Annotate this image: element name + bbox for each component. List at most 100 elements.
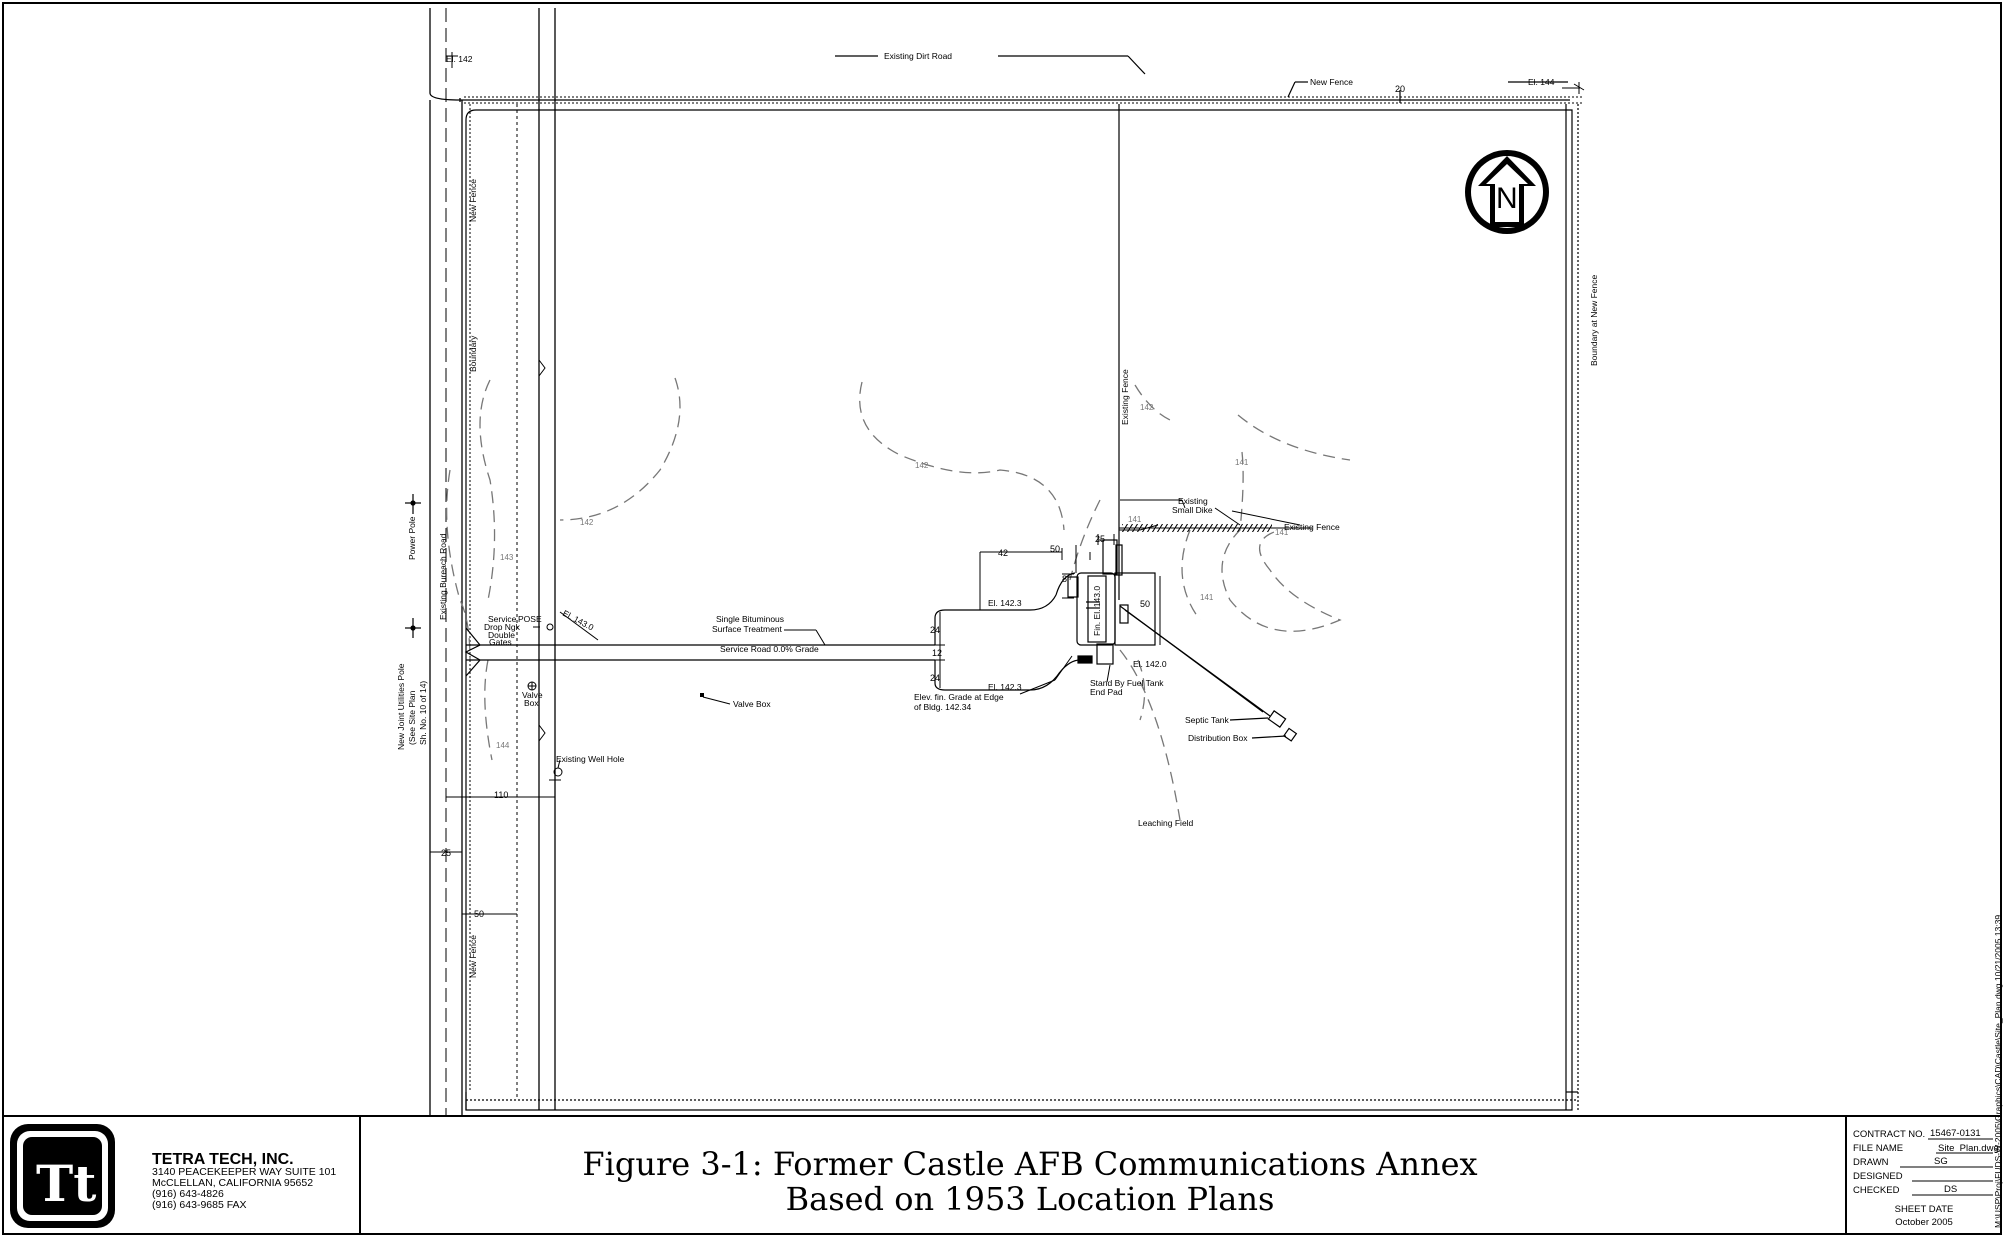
label-joint-pole-1: New Joint Utilities Pole xyxy=(396,663,406,750)
contour-label-141-c: 141 xyxy=(1128,515,1142,524)
label-existing-small-dike-1: Existing xyxy=(1178,496,1208,506)
dirt-road-leader xyxy=(835,55,1568,103)
valve-box-small xyxy=(527,681,537,691)
label-dim-8: 8 xyxy=(1062,574,1067,584)
label-dim-50: 50 xyxy=(474,909,484,919)
power-line xyxy=(538,8,556,1110)
valve-box-marker xyxy=(700,693,704,697)
contour-label-143: 143 xyxy=(500,553,514,562)
company-name: TETRA TECH, INC. xyxy=(152,1151,294,1168)
checked-label: CHECKED xyxy=(1853,1185,1900,1196)
leader-lines xyxy=(533,499,1301,705)
figure-title-line-2: Based on 1953 Location Plans xyxy=(786,1180,1275,1218)
contour-label-141-b: 141 xyxy=(1200,593,1214,602)
label-double-gates-2: Gates xyxy=(489,637,512,647)
sheet-date-value: October 2005 xyxy=(1895,1217,1953,1228)
el-142-marker xyxy=(446,52,458,68)
contour-label-142-a: 142 xyxy=(580,518,594,527)
property-boundary xyxy=(465,104,1579,1111)
label-valve-small-2: Box xyxy=(524,698,539,708)
company-phone: (916) 643-4826 xyxy=(152,1188,224,1200)
el-144-marker xyxy=(1573,82,1585,94)
label-double-gates-1: Double xyxy=(488,630,515,640)
label-el-142-3-top: El. 142.3 xyxy=(988,598,1022,608)
drawn-value: SG xyxy=(1934,1156,1948,1167)
label-dim-50-right: 50 xyxy=(1140,599,1150,609)
north-arrow xyxy=(1465,150,1549,234)
sheet-date-label: SHEET DATE xyxy=(1895,1204,1954,1215)
label-el-142: El. 142 xyxy=(446,54,473,64)
label-existing-fence-vert: Existing Fence xyxy=(1120,369,1130,425)
label-boundary-left: Boundary xyxy=(468,335,478,372)
company-fax: (916) 643-9685 FAX xyxy=(152,1199,247,1211)
info-block xyxy=(1900,1138,1993,1196)
label-existing-small-dike-2: Small Dike xyxy=(1172,505,1213,515)
label-new-fence-left-bottom: New Fence xyxy=(468,935,478,978)
label-valve-box: Valve Box xyxy=(733,699,771,709)
label-stand-by-2: End Pad xyxy=(1090,687,1123,697)
figure-title-line-1: Figure 3-1: Former Castle AFB Communicat… xyxy=(582,1145,1477,1183)
title-block xyxy=(3,1115,2001,1234)
label-service-drop-2: Drop Ngk xyxy=(484,622,521,632)
drawn-label: DRAWN xyxy=(1853,1157,1889,1168)
company-address-2: McCLELLAN, CALIFORNIA 95652 xyxy=(152,1177,313,1189)
label-existing-dirt-road: Existing Dirt Road xyxy=(884,51,952,61)
label-el-142-3-bot: El. 142.3 xyxy=(988,682,1022,692)
label-elev-fin-2: of Bldg. 142.34 xyxy=(914,702,971,712)
checked-value: DS xyxy=(1944,1184,1957,1195)
label-service-drop: Service xyxy=(488,614,517,624)
label-dim-24-bot: 24 xyxy=(930,673,940,683)
septic-system xyxy=(1119,605,1298,742)
label-joint-pole-3: Sh. No. 10 of 14) xyxy=(418,681,428,745)
label-dim-20: 20 xyxy=(1395,84,1405,94)
label-side-path: M:\USP\Proj\FUDS-W-2005\Graphics\CAD\Cas… xyxy=(1993,915,2003,1228)
label-dim-110: 110 xyxy=(494,790,508,800)
building xyxy=(1067,539,1156,665)
label-septic-tank: Septic Tank xyxy=(1185,715,1230,725)
logo-text: Tt xyxy=(36,1154,96,1213)
label-elev-fin-1: Elev. fin. Grade at Edge xyxy=(914,692,1004,702)
pose-marker xyxy=(546,623,554,631)
contour-label-144: 144 xyxy=(496,741,510,750)
label-pose: POSE xyxy=(518,614,542,624)
label-dim-42: 42 xyxy=(998,548,1008,558)
label-fin-el: Fin. El. 143.0 xyxy=(1092,586,1102,636)
label-power-pole: Power Pole xyxy=(407,516,417,560)
designed-label: DESIGNED xyxy=(1853,1171,1903,1182)
contour-label-142-b: 142 xyxy=(915,461,929,470)
label-leaching-field: Leaching Field xyxy=(1138,818,1194,828)
contour-label-142-c: 142 xyxy=(1140,403,1154,412)
file-value: Site_Plan.dwg xyxy=(1938,1143,1999,1154)
label-el-144: El. 144 xyxy=(1528,77,1555,87)
label-dim-12: 12 xyxy=(932,648,942,658)
label-new-fence-top: New Fence xyxy=(1310,77,1353,87)
label-dim-25-top: 25 xyxy=(1095,534,1105,544)
label-el-142-0: El. 142.0 xyxy=(1133,659,1167,669)
label-single-bituminous-2: Surface Treatment xyxy=(712,624,783,634)
contour-label-141-d: 141 xyxy=(1275,528,1289,537)
label-dim-25: 25 xyxy=(441,848,451,858)
existing-well xyxy=(549,759,563,800)
label-distribution-box: Distribution Box xyxy=(1188,733,1248,743)
service-road xyxy=(464,572,1081,691)
label-dim-50-top: 50 xyxy=(1050,544,1060,554)
label-existing-fence: Existing Fence xyxy=(1284,522,1340,532)
top-fence xyxy=(464,87,1582,104)
left-dimensions xyxy=(430,796,555,915)
dimension-lines xyxy=(935,524,1161,688)
label-joint-pole-2: (See Site Plan xyxy=(407,690,417,745)
label-valve-small-1: Valve xyxy=(522,690,543,700)
label-new-fence-left-top: New Fence xyxy=(468,179,478,222)
existing-bureach-road xyxy=(429,8,1570,1116)
contour-label-141-a: 141 xyxy=(1235,458,1249,467)
label-single-bituminous-1: Single Bituminous xyxy=(716,614,784,624)
label-boundary-right: Boundary at New Fence xyxy=(1589,275,1599,366)
contract-value: 15467-0131 xyxy=(1930,1128,1981,1139)
label-existing-bureach-road: Existing Bureach Road xyxy=(438,533,448,620)
contour-lines xyxy=(446,377,1351,821)
company-address-1: 3140 PEACEKEEPER WAY SUITE 101 xyxy=(152,1166,336,1178)
north-label: N xyxy=(1496,182,1518,215)
label-stand-by-1: Stand By Fuel Tank xyxy=(1090,678,1164,688)
label-service-road: Service Road 0.0% Grade xyxy=(720,644,819,654)
